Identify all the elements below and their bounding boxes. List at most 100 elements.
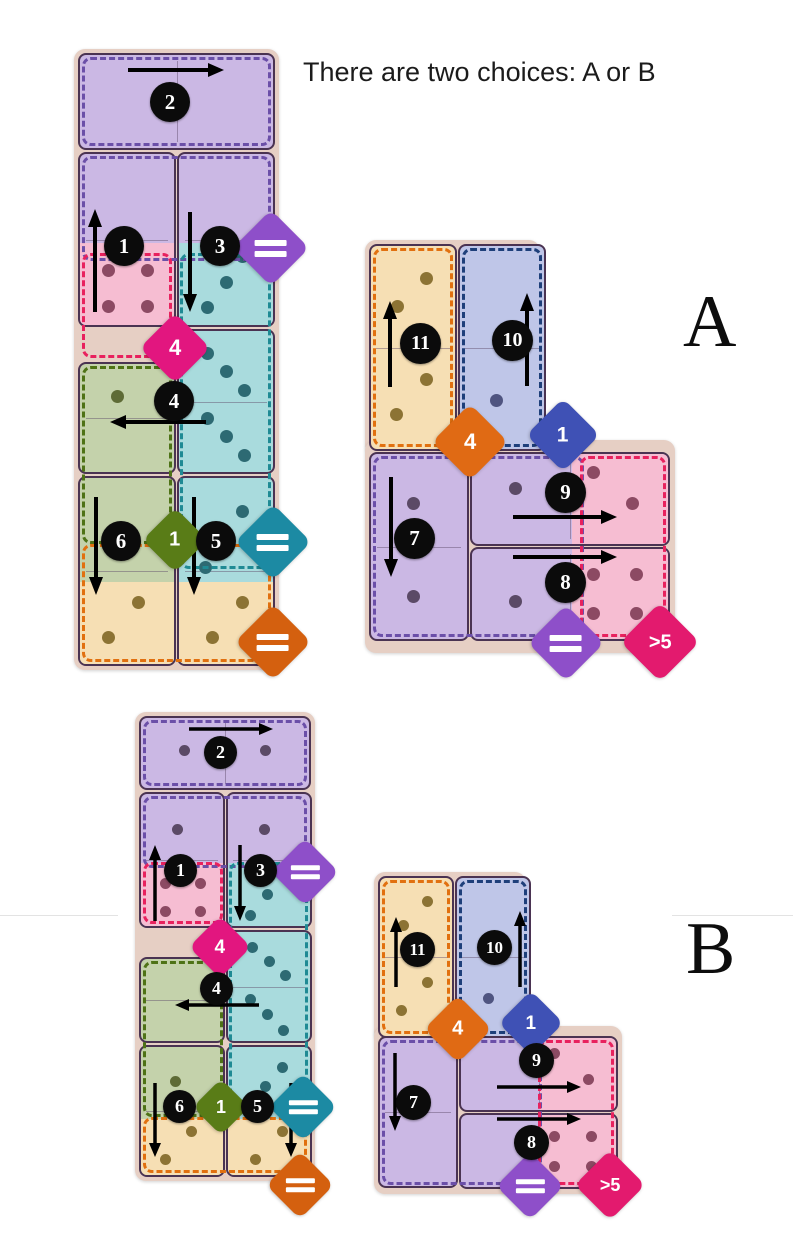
pip xyxy=(260,1081,272,1093)
step-badge[interactable]: 7 xyxy=(394,518,435,559)
step-badge[interactable]: 6 xyxy=(101,521,141,561)
pip xyxy=(548,1161,560,1173)
step-badge[interactable]: 9 xyxy=(519,1043,554,1078)
pip xyxy=(587,465,601,479)
arrow-right-step8-b xyxy=(497,1112,581,1126)
constraint-label: 1 xyxy=(215,1096,227,1117)
pip xyxy=(587,567,601,581)
arrow-right-top-b xyxy=(189,722,273,736)
arrow-left-step4-a xyxy=(110,414,206,430)
equals-icon xyxy=(288,1099,318,1114)
arrow-right-step8-a xyxy=(513,549,617,565)
equals-icon xyxy=(290,864,320,879)
step-badge[interactable]: 8 xyxy=(545,562,586,603)
arrow-down-step3-b xyxy=(233,845,247,921)
option-letter-a: A xyxy=(683,281,737,363)
panel-a-left-domino-c1-middle[interactable] xyxy=(78,362,176,474)
pip xyxy=(238,448,252,462)
arrow-right-step9-a xyxy=(513,509,617,525)
step-badge[interactable]: 4 xyxy=(154,381,194,421)
pip xyxy=(276,1125,288,1137)
pip xyxy=(391,300,405,314)
constraint-label: 4 xyxy=(463,429,477,454)
pip xyxy=(219,275,233,289)
pip xyxy=(160,1154,172,1166)
step-badge[interactable]: 9 xyxy=(545,472,586,513)
pip xyxy=(238,383,252,397)
pip xyxy=(200,301,214,315)
pip xyxy=(278,1024,290,1036)
pip xyxy=(259,824,271,836)
step-badge[interactable]: 11 xyxy=(400,932,435,967)
arrow-up-step10-b xyxy=(513,911,527,987)
pip xyxy=(406,497,420,511)
pip xyxy=(101,263,115,277)
pip xyxy=(250,1154,262,1166)
pip xyxy=(261,888,273,900)
step-badge[interactable]: 10 xyxy=(492,320,533,361)
pip xyxy=(419,271,433,285)
step-badge[interactable]: 3 xyxy=(200,226,240,266)
pip xyxy=(263,955,275,967)
step-badge[interactable]: 1 xyxy=(104,226,144,266)
pip xyxy=(194,878,206,890)
pip xyxy=(508,481,522,495)
step-badge[interactable]: 6 xyxy=(163,1090,196,1123)
pip xyxy=(111,389,125,403)
domino-half-right xyxy=(571,454,668,544)
domino-divider xyxy=(85,418,169,419)
constraint-label: >5 xyxy=(648,631,672,653)
pip xyxy=(626,497,640,510)
equals-icon xyxy=(254,239,288,257)
pip xyxy=(245,909,257,921)
equals-icon xyxy=(549,634,583,652)
step-badge[interactable]: 5 xyxy=(196,521,236,561)
domino-divider xyxy=(184,401,268,403)
pip xyxy=(422,896,434,908)
pip xyxy=(206,631,220,645)
equals-icon xyxy=(256,533,290,551)
pip xyxy=(259,745,271,757)
arrow-left-step4-b xyxy=(175,998,259,1012)
pip xyxy=(419,373,433,387)
pip xyxy=(406,589,420,603)
pip xyxy=(276,1061,288,1073)
step-badge[interactable]: 11 xyxy=(400,323,441,364)
pip xyxy=(508,594,522,608)
pip xyxy=(160,905,172,917)
domino-divider xyxy=(184,571,268,572)
pip xyxy=(397,919,409,931)
arrow-up-step11-a xyxy=(382,301,398,387)
arrow-down-step7-b xyxy=(388,1053,402,1131)
constraint-label: 4 xyxy=(452,1018,464,1040)
constraint-label: 1 xyxy=(169,529,181,551)
equals-icon xyxy=(256,633,290,651)
step-badge[interactable]: 4 xyxy=(200,972,233,1005)
pip xyxy=(179,745,191,757)
equals-icon xyxy=(515,1178,545,1193)
pip xyxy=(630,607,644,621)
pip xyxy=(101,631,115,645)
step-badge[interactable]: 1 xyxy=(164,854,197,887)
step-badge[interactable]: 10 xyxy=(477,930,512,965)
pip xyxy=(389,407,403,421)
step-badge[interactable]: 7 xyxy=(396,1085,431,1120)
pip xyxy=(141,299,155,313)
pip xyxy=(172,824,184,836)
pip xyxy=(219,430,233,444)
pip xyxy=(219,365,233,379)
pip xyxy=(396,1005,408,1017)
step-badge[interactable]: 2 xyxy=(150,82,190,122)
step-badge[interactable]: 5 xyxy=(241,1090,274,1123)
panel-b-right-domino-upper[interactable] xyxy=(459,1036,618,1112)
arrow-down-step6-a xyxy=(88,497,104,595)
arrow-up-step1-a xyxy=(87,209,103,312)
step-badge[interactable]: 2 xyxy=(204,736,237,769)
arrow-up-step11-b xyxy=(389,917,403,987)
page-rule-left xyxy=(0,915,118,916)
step-badge[interactable]: 8 xyxy=(514,1125,549,1160)
step-badge[interactable]: 3 xyxy=(244,854,277,887)
pip xyxy=(247,941,259,953)
constraint-label: 4 xyxy=(214,936,226,958)
